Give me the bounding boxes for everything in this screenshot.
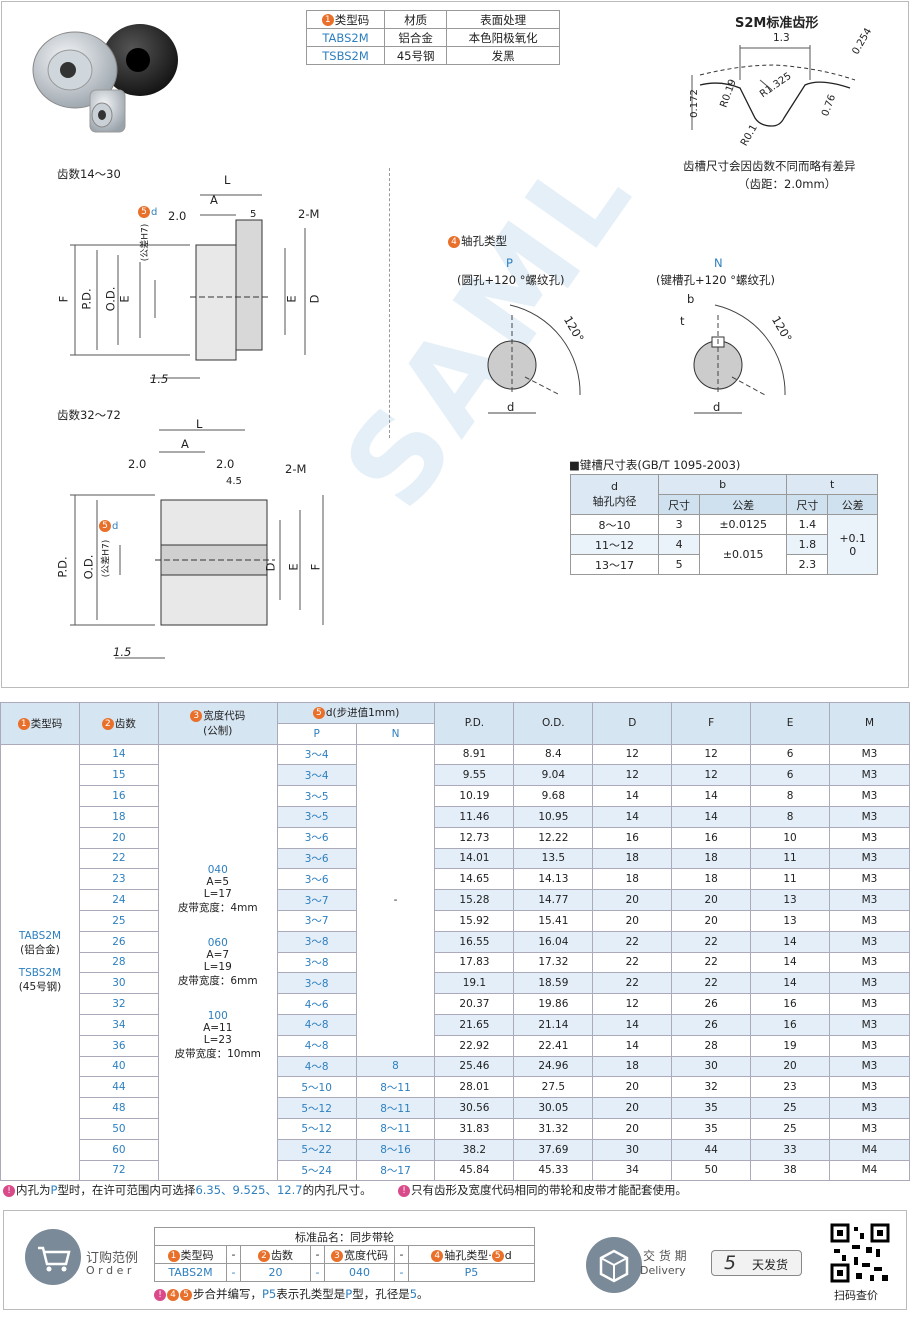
warning-icon: ! xyxy=(398,1184,410,1197)
delivery-box-icon xyxy=(586,1237,642,1293)
circle-1-icon: 1 xyxy=(17,717,30,730)
circle-4-icon: 4 xyxy=(167,1288,179,1301)
cart-icon xyxy=(25,1229,81,1285)
circle-4-icon: 4 xyxy=(431,1249,444,1262)
note-compat: !只有齿形及宽度代码相同的带轮和皮带才能配套使用。 xyxy=(398,1182,687,1198)
delivery-days-badge: 5 天发货 xyxy=(711,1250,802,1276)
circle-5-icon: 5 xyxy=(99,520,111,532)
bore-n-diagram xyxy=(693,304,786,414)
bore-p-diagram xyxy=(487,304,581,414)
circle-5-icon: 5 xyxy=(138,206,150,218)
circle-1-icon: 1 xyxy=(321,14,334,26)
product-photo xyxy=(32,24,178,133)
circle-1-icon: 1 xyxy=(167,1249,180,1262)
warning-icon: ! xyxy=(154,1288,166,1301)
circle-5-icon: 5 xyxy=(312,707,325,720)
profile-title: S2M标准齿形 xyxy=(735,16,819,31)
circle-3-icon: 3 xyxy=(331,1249,343,1262)
pulley-drawing-large xyxy=(70,429,324,659)
divider xyxy=(389,168,390,438)
pulley-drawing-small xyxy=(70,194,306,379)
circle-5-icon: 5 xyxy=(491,1249,504,1262)
circle-4-icon: 4 xyxy=(448,235,460,248)
type-code-cell: TABS2M(铝合金)TSBS2M(45号钢) xyxy=(0,743,80,1182)
qr-code-icon[interactable] xyxy=(830,1223,890,1283)
circle-5-icon: 5 xyxy=(180,1288,192,1301)
circle-2-icon: 2 xyxy=(101,717,114,730)
order-box xyxy=(3,1210,907,1310)
spec-frame xyxy=(1,1,909,688)
circle-2-icon: 2 xyxy=(258,1249,270,1262)
warning-icon: ! xyxy=(3,1184,15,1197)
tooth-profile-diagram xyxy=(691,45,856,130)
circle-3-icon: 3 xyxy=(190,710,203,723)
note-bore: !内孔为P型时，在许可范围内可选择6.35、9.525、12.7的内孔尺寸。 xyxy=(3,1182,372,1198)
